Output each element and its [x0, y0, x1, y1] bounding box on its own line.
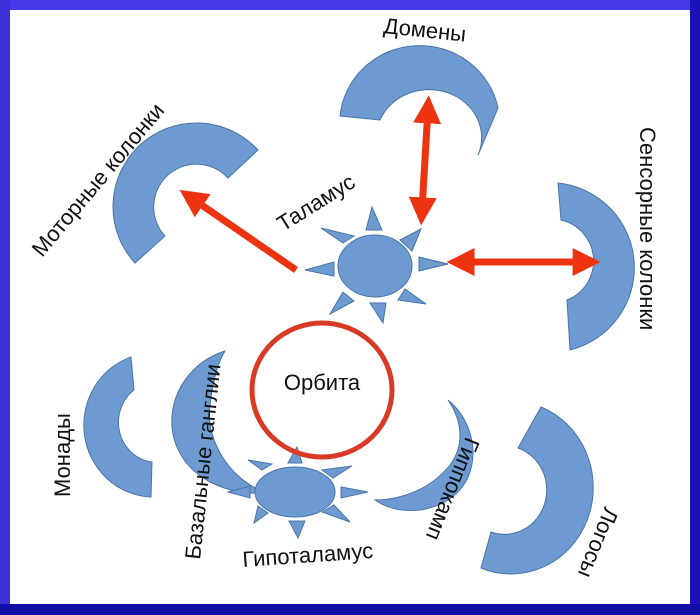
- label-hypothalamus: Гипоталамус: [242, 538, 374, 572]
- arrow-thalamus-domains-bidirectional: [408, 95, 442, 226]
- hippocampus-crescent: [373, 399, 474, 511]
- sensory-columns-arc: [557, 182, 635, 351]
- label-sensory-columns: Сенсорные колонки: [635, 127, 660, 330]
- arrow-thalamus-to-motor-columns: [179, 189, 298, 273]
- thalamus-sun-icon: [304, 205, 449, 325]
- logos-arc: [480, 406, 594, 575]
- label-orbit: Орбита: [284, 370, 361, 395]
- domains-arc: [339, 45, 499, 156]
- frame-border-bottom: [0, 604, 700, 615]
- motor-columns-arc: [112, 122, 259, 264]
- monads-arc: [83, 356, 153, 498]
- hypothalamus-sun-icon: [226, 445, 369, 540]
- label-domains: Домены: [382, 13, 467, 47]
- label-monads: Монады: [50, 413, 75, 497]
- frame-border-top: [0, 0, 700, 10]
- frame-border-left: [0, 0, 10, 615]
- orbit-ring: [249, 320, 395, 460]
- frame-border-right: [690, 0, 700, 615]
- label-thalamus: Таламус: [272, 169, 359, 236]
